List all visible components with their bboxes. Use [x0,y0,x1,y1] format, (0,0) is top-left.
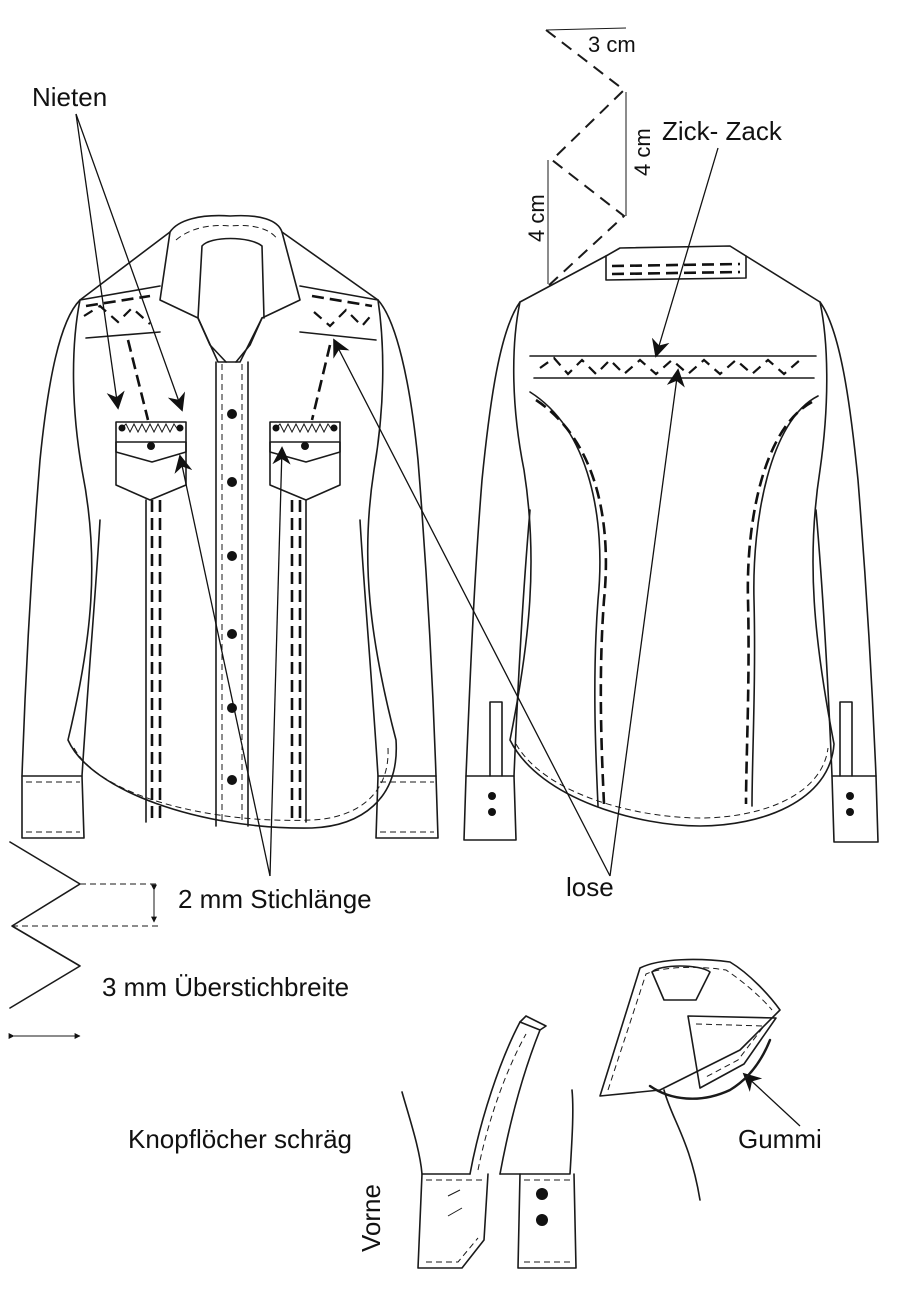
label-4cm-right: 4 cm [630,128,655,176]
leader-lines [75,113,801,1127]
label-vorne: Vorne [356,1184,386,1252]
stitch-diagram [8,841,160,1039]
collar-detail [599,958,781,1201]
label-4cm-left: 4 cm [524,194,549,242]
label-3cm: 3 cm [588,32,636,57]
label-nieten: Nieten [32,82,107,112]
label-gummi: Gummi [738,1124,822,1154]
label-ueberstichbreite: 3 mm Überstichbreite [102,972,349,1002]
label-stichlaenge: 2 mm Stichlänge [178,884,372,914]
cuff-detail [401,1015,577,1269]
label-zickzack: Zick- Zack [662,116,783,146]
label-lose: lose [566,872,614,902]
zigzag-measure [545,27,627,289]
label-knopfloecher: Knopflöcher schräg [128,1124,352,1154]
back-shirt [463,245,879,843]
front-shirt [21,214,439,839]
